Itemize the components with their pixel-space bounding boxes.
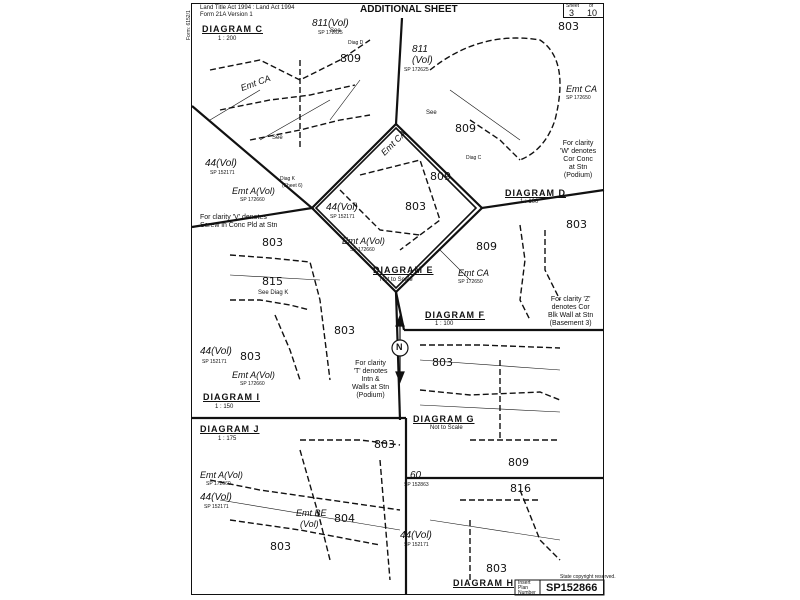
divider-top [311, 17, 404, 209]
f-emt-ca: Emt CA [458, 268, 490, 278]
diagram-g-scale: Not to Scale [430, 425, 463, 431]
i-emt-a: Emt A(Vol) [232, 370, 275, 380]
f-lot-809: 809 [476, 240, 497, 253]
j-lot-44-sp: SP 152171 [204, 504, 229, 510]
c-sheet6: (Sheet 6) [282, 183, 303, 189]
diagram-j-scale: 1 : 175 [218, 436, 237, 442]
c-lot-811: 811(Vol) [312, 18, 349, 29]
diagram-g-title: DIAGRAM G [413, 414, 475, 424]
sheet-total: 10 [587, 8, 598, 18]
e-emt-a-sp: SP 172660 [350, 247, 375, 253]
additional-sheet [191, 3, 604, 595]
d-emt-ca: Emt CA [566, 84, 598, 94]
d-diag-c: Diag C [466, 155, 482, 161]
i-lot-815: 815 [262, 275, 283, 288]
insert-plan-label: Insert Plan Number [518, 580, 536, 596]
g-lot-803: 803 [432, 356, 453, 369]
c-lot-809: 809 [340, 52, 361, 65]
i-see-diag-k: See Diag K [258, 290, 289, 296]
e-emt-a: Emt A(Vol) [342, 236, 385, 246]
note-z-text: For clarity 'Z' denotes Cor Blk Wall at … [548, 296, 594, 327]
j-lot-803: 803 [374, 438, 395, 451]
diagram-c-title: DIAGRAM C [202, 24, 263, 34]
act-line: Land Title Act 1994 : Land Act 1994 [200, 5, 295, 11]
i-lot-803a: 803 [262, 236, 283, 249]
diagram-d-title: DIAGRAM D [505, 188, 566, 198]
c-diag-d: Diag D [348, 40, 364, 46]
north-label: N [396, 342, 403, 352]
diagram-j-title: DIAGRAM J [200, 424, 260, 434]
diagram-i-title: DIAGRAM I [203, 392, 260, 402]
j-emt-a: Emt A(Vol) [200, 470, 243, 480]
plan-number: SP152866 [546, 582, 598, 594]
c-emt-a-sp: SP 172660 [240, 197, 265, 203]
note-v-text: For clarity 'V' denotes Screw in Conc Pl… [200, 214, 278, 229]
j-lot-60: 60 [410, 470, 422, 481]
sheet-number-box: Sheet of 3 10 [563, 3, 604, 18]
d-lot-811: 811 [412, 44, 428, 55]
note-w-text: For clarity 'W' denotes Cor Conc at Stn … [560, 140, 597, 179]
sheet-label: Sheet [566, 3, 580, 9]
j-lot-804: 804 [334, 512, 355, 525]
diagram-f-scale: 1 : 100 [435, 321, 454, 327]
g-lot-809: 809 [508, 456, 529, 469]
j-lot-803b: 803 [270, 540, 291, 553]
diagram-e-scale: Not to Scale [380, 277, 413, 283]
c-lot-44-sp: SP 152171 [210, 170, 235, 176]
c-diag-k: Diag K [280, 176, 296, 182]
diagram-f-title: DIAGRAM F [425, 310, 485, 320]
f-emt-ca-sp: SP 172650 [458, 279, 483, 285]
copyright: State copyright reserved. [560, 574, 616, 580]
c-emt-a: Emt A(Vol) [232, 186, 275, 196]
f-lot-803: 803 [566, 218, 587, 231]
note-z: For clarity 'Z' denotes Cor Blk Wall at … [548, 296, 593, 328]
e-lot-44: 44(Vol) [326, 202, 358, 213]
note-t: For clarity 'T' denotes Intn & Walls at … [352, 360, 389, 400]
j-emt-be: Emt BE [296, 508, 327, 518]
c-lot-811-sp: SP 172625 [318, 30, 343, 36]
j-lot-60-sp: SP 152863 [404, 482, 429, 488]
e-lot-809: 809 [430, 170, 451, 183]
c-lot-44: 44(Vol) [205, 158, 237, 169]
e-lot-803: 803 [405, 200, 426, 213]
j-lot-44: 44(Vol) [200, 492, 232, 503]
note-v: For clarity 'V' denotes Screw in Conc Pl… [200, 214, 277, 230]
j-lot-44b: 44(Vol) [400, 530, 432, 541]
north-arrow [391, 314, 409, 384]
c-see-2: See [272, 135, 283, 141]
i-lot-44-sp: SP 152171 [202, 359, 227, 365]
h-lot-816: 816 [510, 482, 531, 495]
d-see: See [426, 110, 437, 116]
diagram-d-scale: 1 : 100 [520, 199, 539, 205]
diagram-e-title: DIAGRAM E [373, 265, 434, 275]
note-w: For clarity 'W' denotes Cor Conc at Stn … [560, 140, 596, 180]
d-lot-811-vol: (Vol) [412, 55, 433, 66]
j-emt-be-vol: (Vol) [300, 519, 319, 529]
diagram-c-scale: 1 : 200 [218, 36, 237, 42]
d-lot-811-sp: SP 172625 [404, 67, 429, 73]
c-see: See [330, 28, 341, 34]
diagram-i-scale: 1 : 150 [215, 404, 234, 410]
i-lot-803b: 803 [334, 324, 355, 337]
j-emt-a-sp: SP 172660 [206, 481, 231, 487]
form-line: Form 21A Version 1 [200, 12, 253, 18]
h-lot-803: 803 [486, 562, 507, 575]
note-t-text: For clarity 'T' denotes Intn & Walls at … [352, 360, 390, 399]
diagram-e-frame [314, 126, 478, 290]
of-label: of [589, 3, 594, 9]
d-lot-809: 809 [455, 122, 476, 135]
i-lot-803c: 803 [240, 350, 261, 363]
j-lot-44b-sp: SP 152171 [404, 542, 429, 548]
sheet-no: 3 [569, 8, 575, 18]
sheet-title: ADDITIONAL SHEET [360, 4, 458, 15]
i-lot-44: 44(Vol) [200, 346, 232, 357]
d-emt-ca-sp: SP 172650 [566, 95, 591, 101]
d-lot-803: 803 [558, 20, 579, 33]
e-lot-44-sp: SP 152171 [330, 214, 355, 220]
i-emt-a-sp: SP 172660 [240, 381, 265, 387]
diagram-h-title: DIAGRAM H [453, 578, 514, 588]
